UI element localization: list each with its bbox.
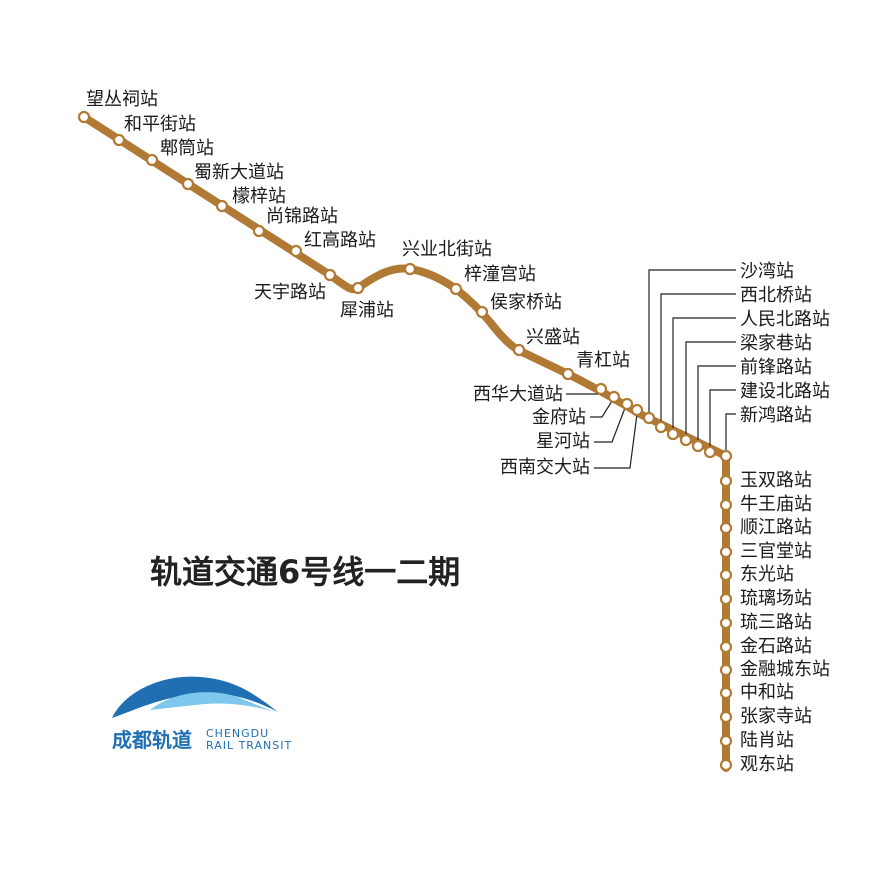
station-label: 东光站: [740, 564, 794, 585]
station-marker: [719, 640, 733, 654]
leader-lines: [566, 269, 736, 469]
station-label: 金石路站: [740, 636, 812, 657]
station-marker: [719, 758, 733, 772]
map-title: 轨道交通6号线一二期: [150, 553, 460, 591]
leader-line: [725, 413, 736, 450]
station-label: 顺江路站: [740, 517, 812, 538]
station-marker: [719, 521, 733, 535]
station-marker: [719, 449, 733, 463]
station-marker: [252, 224, 266, 238]
station-marker: [630, 403, 644, 417]
station-label: 新鸿路站: [740, 405, 812, 426]
station-label: 红高路站: [304, 230, 376, 251]
station-marker: [620, 397, 634, 411]
stations-layer: [77, 110, 733, 772]
station-label: 西南交大站: [500, 457, 590, 478]
station-label: 沙湾站: [740, 261, 794, 282]
chengdu-rail-logo: 成都轨道 CHENGDU RAIL TRANSIT: [112, 676, 292, 752]
station-label: 金府站: [532, 407, 586, 428]
station-label: 星河站: [536, 431, 590, 452]
station-marker: [719, 474, 733, 488]
station-label: 琉璃场站: [740, 588, 812, 609]
station-marker: [719, 616, 733, 630]
leader-line: [709, 389, 736, 446]
station-label: 梓潼宫站: [464, 264, 536, 285]
station-label: 兴业北街站: [402, 239, 492, 260]
station-label: 西华大道站: [473, 384, 563, 405]
station-label: 陆肖站: [740, 730, 794, 751]
station-marker: [607, 390, 621, 404]
logo-cn-text: 成都轨道: [112, 728, 192, 752]
station-marker: [449, 282, 463, 296]
station-marker: [719, 710, 733, 724]
leader-line: [648, 269, 736, 412]
station-marker: [719, 568, 733, 582]
station-marker: [512, 343, 526, 357]
leader-line: [590, 400, 613, 418]
station-marker: [666, 427, 680, 441]
leader-line: [594, 407, 626, 443]
logo-en-text-2: RAIL TRANSIT: [206, 739, 292, 752]
station-label: 三官堂站: [740, 541, 812, 562]
station-label: 前锋路站: [740, 357, 812, 378]
station-marker: [289, 244, 303, 258]
station-marker: [719, 592, 733, 606]
station-marker: [719, 686, 733, 700]
logo-en-text-1: CHENGDU: [206, 727, 269, 740]
station-label: 兴盛站: [526, 327, 580, 348]
station-label: 玉双路站: [740, 470, 812, 491]
leader-line: [660, 293, 736, 421]
station-label: 琉三路站: [740, 612, 812, 633]
station-marker: [112, 133, 126, 147]
station-label: 侯家桥站: [490, 292, 562, 313]
station-marker: [561, 367, 575, 381]
station-marker: [181, 177, 195, 191]
station-label: 郫筒站: [160, 138, 214, 159]
leader-line: [672, 317, 736, 428]
leader-line: [594, 413, 638, 469]
station-marker: [719, 734, 733, 748]
station-marker: [475, 305, 489, 319]
station-label: 尚锦路站: [266, 206, 338, 227]
station-label: 张家寺站: [740, 706, 812, 727]
station-label: 中和站: [740, 682, 794, 703]
station-marker: [215, 199, 229, 213]
station-marker: [703, 445, 717, 459]
station-label: 望丛祠站: [86, 89, 158, 110]
station-marker: [719, 663, 733, 677]
station-marker: [691, 439, 705, 453]
station-marker: [719, 498, 733, 512]
line-6-route: [80, 113, 730, 772]
station-label: 观东站: [740, 754, 794, 775]
station-label: 梁家巷站: [740, 333, 812, 354]
station-marker: [403, 262, 417, 276]
logo-swoosh-icon: [112, 676, 278, 718]
station-label: 檬梓站: [232, 186, 286, 207]
station-marker: [719, 545, 733, 559]
station-marker: [145, 153, 159, 167]
station-label: 和平街站: [124, 114, 196, 135]
station-label: 天宇路站: [254, 282, 326, 303]
station-marker: [679, 433, 693, 447]
station-label: 牛王庙站: [740, 494, 812, 515]
station-marker: [323, 268, 337, 282]
station-label: 青杠站: [576, 350, 630, 371]
station-label: 建设北路站: [740, 381, 830, 402]
leader-line: [685, 341, 736, 434]
station-marker: [654, 420, 668, 434]
leader-line: [697, 365, 736, 440]
station-label: 金融城东站: [740, 659, 830, 680]
station-label: 人民北路站: [740, 309, 830, 330]
station-label: 犀浦站: [340, 300, 394, 321]
station-label: 蜀新大道站: [194, 162, 284, 183]
station-marker: [77, 110, 91, 124]
station-label: 西北桥站: [740, 285, 812, 306]
station-marker: [351, 281, 365, 295]
logo-swoosh-light-icon: [150, 692, 278, 713]
station-marker: [642, 411, 656, 425]
station-marker: [594, 382, 608, 396]
